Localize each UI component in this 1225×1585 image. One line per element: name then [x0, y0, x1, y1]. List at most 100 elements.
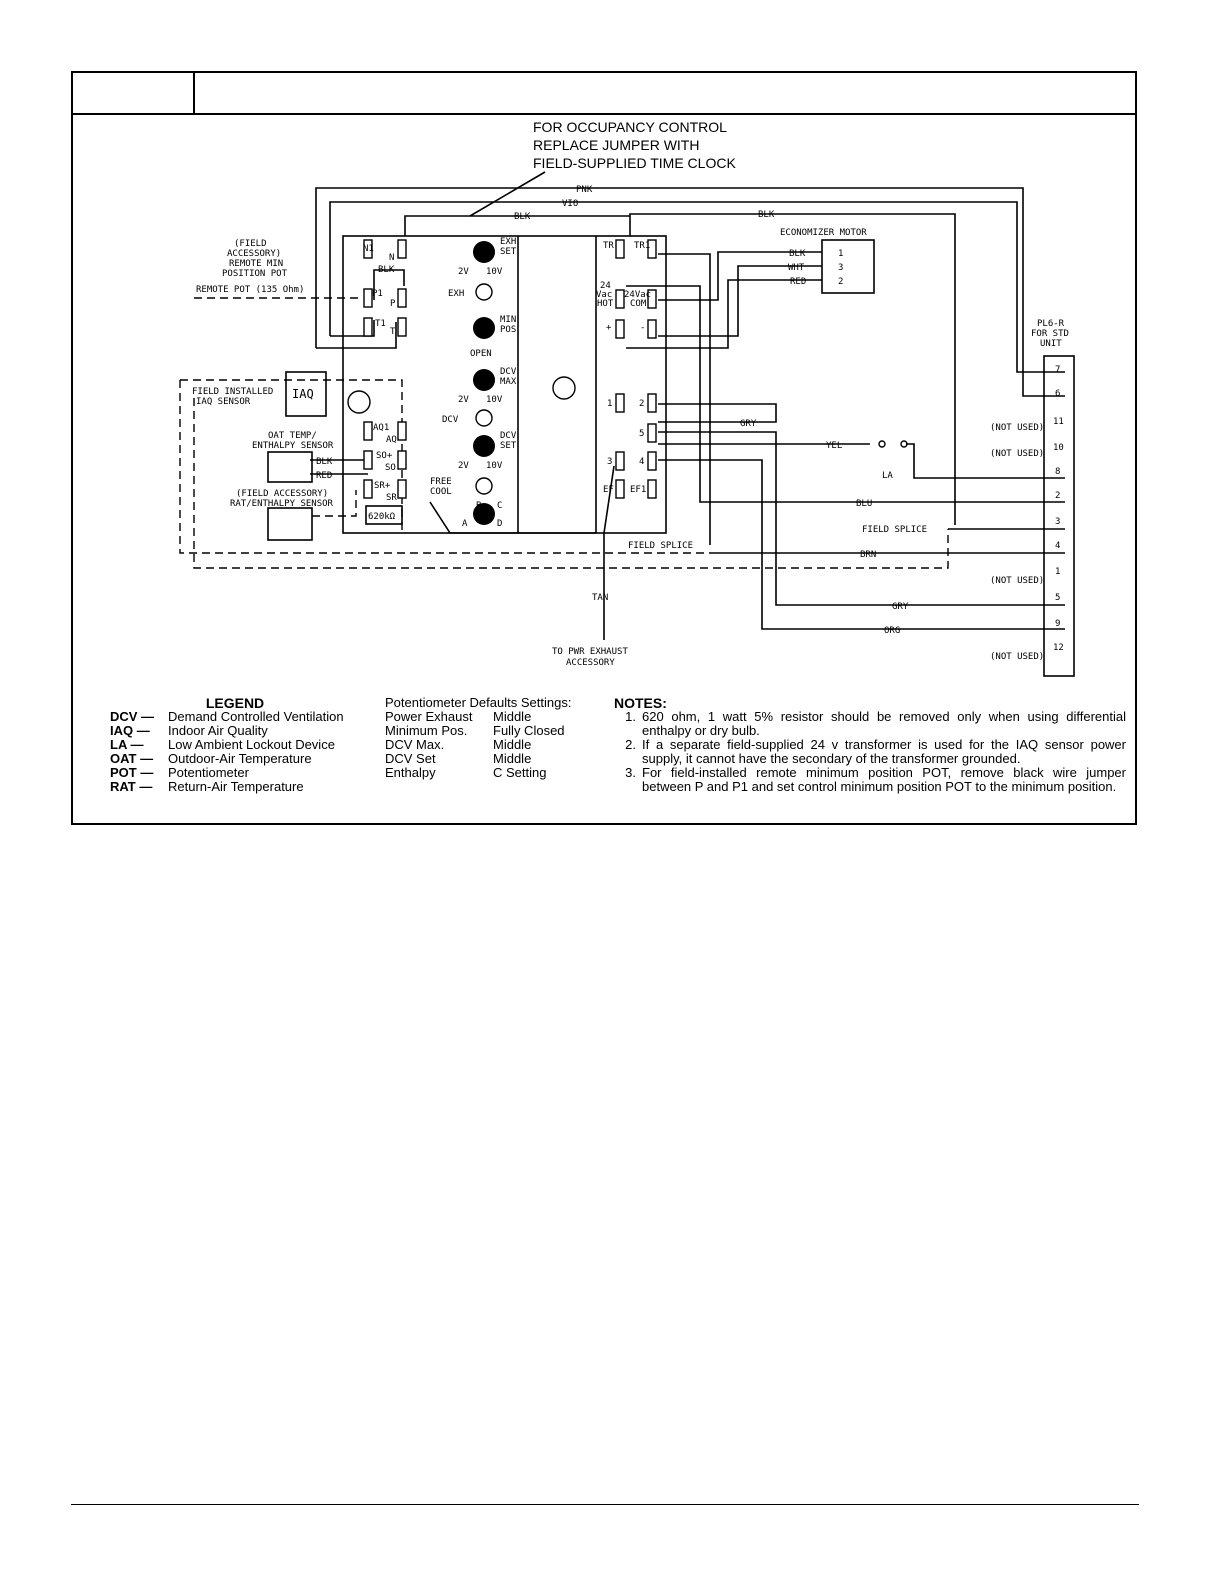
header-cell-divider	[193, 73, 195, 113]
wire-gry-label: GRY	[740, 419, 757, 429]
pot-default-key: Enthalpy	[385, 765, 436, 780]
pot-dcv-max-1: DCV	[500, 367, 517, 377]
pot-default-row: DCV Max.Middle	[385, 738, 571, 752]
header-divider	[73, 113, 1135, 115]
iaq-label: IAQ	[292, 387, 314, 401]
field-accessory-1: (FIELD	[234, 239, 267, 249]
plug-pin-8: 8	[1055, 467, 1060, 477]
term-p: P	[390, 299, 396, 309]
note-text: For field-installed remote minimum posit…	[642, 765, 1126, 794]
not-used-1: (NOT USED)	[990, 576, 1044, 586]
legend-item: LA — Low Ambient Lockout Device	[110, 738, 360, 752]
not-used-12: (NOT USED)	[990, 652, 1044, 662]
plug-pin-5: 5	[1055, 593, 1060, 603]
note-item: 3.For field-installed remote minimum pos…	[614, 766, 1126, 794]
pwr-exhaust-1: TO PWR EXHAUST	[552, 647, 628, 657]
term-t: T	[390, 327, 396, 337]
term-tr1: TR1	[634, 241, 650, 251]
pot-default-row: Minimum Pos. Fully Closed	[385, 724, 571, 738]
economizer-motor-label: ECONOMIZER MOTOR	[780, 228, 867, 238]
term-sr: SR	[386, 493, 397, 503]
legend-text: Low Ambient Lockout Device	[168, 737, 335, 752]
legend-item: DCV — Demand Controlled Ventilation	[110, 710, 360, 724]
pot-default-value: Middle	[493, 751, 532, 766]
term-plus: +	[606, 323, 612, 333]
pot-min-pos-2: POS	[500, 325, 516, 335]
term-sr-plus: SR+	[374, 481, 391, 491]
oat-blk: BLK	[316, 457, 333, 467]
legend: LEGEND DCV —Demand Controlled Ventilatio…	[110, 696, 360, 794]
la-label: LA	[882, 471, 893, 481]
term-aq1: AQ1	[373, 423, 389, 433]
plug-pin-4: 4	[1055, 541, 1060, 551]
plug-label-3: UNIT	[1040, 339, 1062, 349]
legend-abbr: DCV —	[110, 709, 155, 724]
legend-item: OAT —Outdoor-Air Temperature	[110, 752, 360, 766]
field-accessory-3: REMOTE MIN	[229, 259, 283, 269]
field-splice-label: FIELD SPLICE	[862, 525, 927, 535]
pot-default-value: Middle	[493, 737, 532, 752]
motor-pin-2: 2	[838, 277, 843, 287]
pot-dcv: DCV	[442, 415, 459, 425]
plug-pin-11: 11	[1053, 417, 1064, 427]
pot-default-value: Fully Closed	[493, 723, 565, 738]
pot-10v-1: 10V	[486, 267, 503, 277]
plug-pin-1: 1	[1055, 567, 1060, 577]
pot-dcv-set-2: SET	[500, 441, 517, 451]
pot-dcv-set-1: DCV	[500, 431, 517, 441]
pot-knobs	[473, 241, 495, 525]
pot-default-key: Minimum Pos.	[385, 723, 468, 738]
iaq-caption-2: IAQ SENSOR	[196, 397, 251, 407]
pot-exh: EXH	[448, 289, 464, 299]
term-n: N	[389, 253, 394, 263]
wire-tan-label: TAN	[592, 593, 608, 603]
iaq-caption-1: FIELD INSTALLED	[192, 387, 273, 397]
pot-10v-3: 10V	[486, 461, 503, 471]
plug-label-1: PL6-R	[1037, 319, 1065, 329]
wire-org-label: ORG	[884, 626, 900, 636]
motor-wht-label: WHT	[788, 263, 805, 273]
wire-yel-label: YEL	[826, 441, 842, 451]
term-4: 4	[639, 457, 644, 467]
term-24-2: Vac	[596, 290, 612, 300]
legend-text: Demand Controlled Ventilation	[168, 709, 344, 724]
legend-item: RAT —Return-Air Temperature	[110, 780, 360, 794]
plug-label-2: FOR STD	[1031, 329, 1069, 339]
term-so: SO	[385, 463, 396, 473]
legend-item: IAQ —Indoor Air Quality	[110, 724, 360, 738]
wire-blu-label: BLU	[856, 499, 872, 509]
legend-text: Outdoor-Air Temperature	[168, 751, 312, 766]
motor-blk-label: BLK	[789, 249, 806, 259]
figure-frame	[71, 71, 1137, 825]
pot-exh-set-1: EXH	[500, 237, 516, 247]
oat-red: RED	[316, 471, 332, 481]
pot-default-key: Power Exhaust	[385, 709, 473, 724]
remote-pot-label: REMOTE POT (135 Ohm)	[196, 285, 304, 295]
plug-pin-7: 7	[1055, 365, 1060, 375]
oat-sensor-2: ENTHALPY SENSOR	[252, 441, 334, 451]
footer-rule	[71, 1504, 1139, 1505]
term-24-3: HOT	[597, 299, 614, 309]
wire-pnk-label: PNK	[576, 185, 593, 195]
term-minus: -	[640, 323, 645, 333]
term-ef: EF	[603, 485, 614, 495]
plug-pin-3: 3	[1055, 517, 1060, 527]
terminals	[363, 239, 657, 499]
term-com-2: COM	[630, 299, 647, 309]
field-accessory-4: POSITION POT	[222, 269, 288, 279]
term-so-plus: SO+	[376, 451, 393, 461]
resistor-label: 620kΩ	[368, 512, 396, 522]
rat-sensor-1: (FIELD ACCESSORY)	[236, 489, 328, 499]
pot-2v-2: 2V	[458, 395, 469, 405]
legend-item: POT —Potentiometer	[110, 766, 360, 780]
term-5: 5	[639, 429, 644, 439]
pot-2v-3: 2V	[458, 461, 469, 471]
note-number: 2.	[625, 737, 636, 752]
legend-abbr: LA —	[110, 737, 144, 752]
pot-min-pos-1: MIN	[500, 315, 516, 325]
term-n1: N1	[363, 244, 374, 254]
callout-line-3: FIELD-SUPPLIED TIME CLOCK	[533, 155, 736, 171]
oat-sensor-1: OAT TEMP/	[268, 431, 317, 441]
legend-abbr: POT —	[110, 765, 154, 780]
